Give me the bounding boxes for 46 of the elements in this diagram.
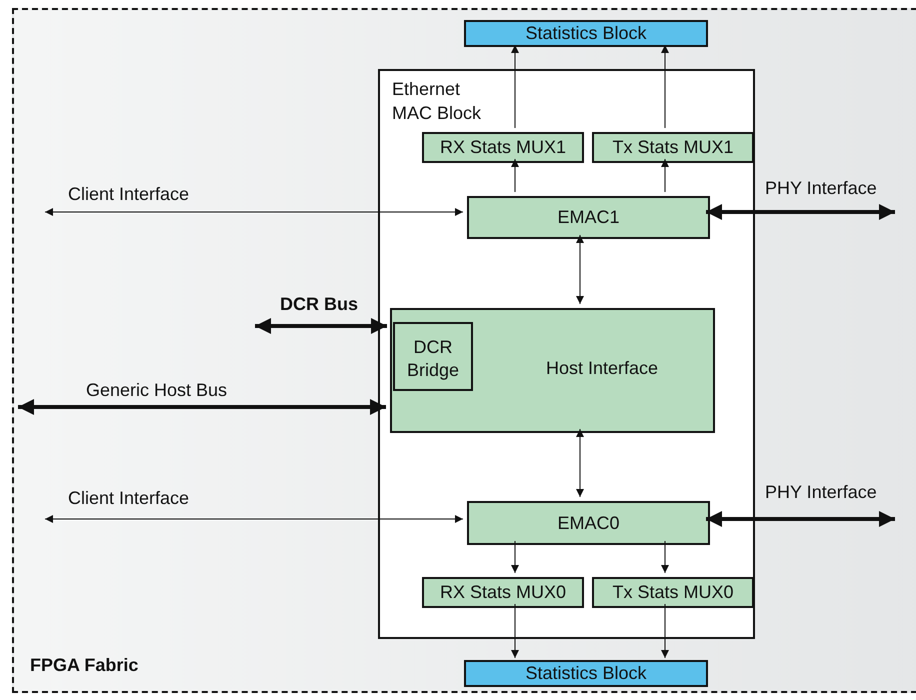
- region-label: FPGA Fabric: [30, 655, 138, 676]
- arrow: [661, 604, 669, 658]
- host-interface-box: [390, 308, 715, 433]
- arrow: [511, 44, 519, 128]
- box-label: EMAC1: [556, 207, 620, 228]
- emac-box: [467, 196, 710, 239]
- box-label: Host Interface: [544, 358, 660, 379]
- box-label: RX Stats MUX1: [438, 137, 568, 158]
- edge-label: Client Interface: [68, 488, 190, 509]
- arrow: [511, 604, 519, 658]
- arrow: [661, 540, 669, 574]
- box-label: Statistics Block: [524, 663, 648, 684]
- statistics-block: [464, 20, 708, 47]
- arrow: [511, 158, 519, 192]
- mux-box: [422, 577, 584, 608]
- statistics-block: [464, 660, 708, 687]
- emac-box: [467, 501, 710, 545]
- dcr-bridge-box: [393, 322, 473, 391]
- arrow: [255, 318, 387, 334]
- fpga-fabric-region: [12, 8, 916, 693]
- arrow: [511, 540, 519, 574]
- edge-label: PHY Interface: [765, 178, 877, 199]
- arrow: [18, 399, 386, 415]
- edge-label: Client Interface: [68, 184, 190, 205]
- arrow: [44, 208, 464, 216]
- block-heading: Ethernet MAC Block: [392, 78, 482, 125]
- arrow: [576, 234, 584, 304]
- edge-label: DCR Bus: [280, 294, 358, 315]
- mux-box: [422, 132, 584, 163]
- ethernet-mac-block: [378, 69, 755, 639]
- arrow: [576, 428, 584, 498]
- arrow: [706, 204, 895, 220]
- arrow: [661, 44, 669, 128]
- box-label: DCR Bridge: [406, 336, 460, 382]
- arrow: [706, 511, 895, 527]
- box-label: RX Stats MUX0: [438, 582, 568, 603]
- box-label: EMAC0: [556, 512, 620, 534]
- box-label: Tx Stats MUX1: [611, 137, 735, 158]
- mux-box: [592, 132, 754, 163]
- arrow: [661, 158, 669, 192]
- box-label: Statistics Block: [524, 23, 648, 44]
- edge-label: Generic Host Bus: [86, 380, 228, 401]
- box-label: Tx Stats MUX0: [611, 582, 735, 603]
- arrow: [44, 515, 464, 523]
- edge-label: PHY Interface: [765, 482, 877, 503]
- mux-box: [592, 577, 754, 608]
